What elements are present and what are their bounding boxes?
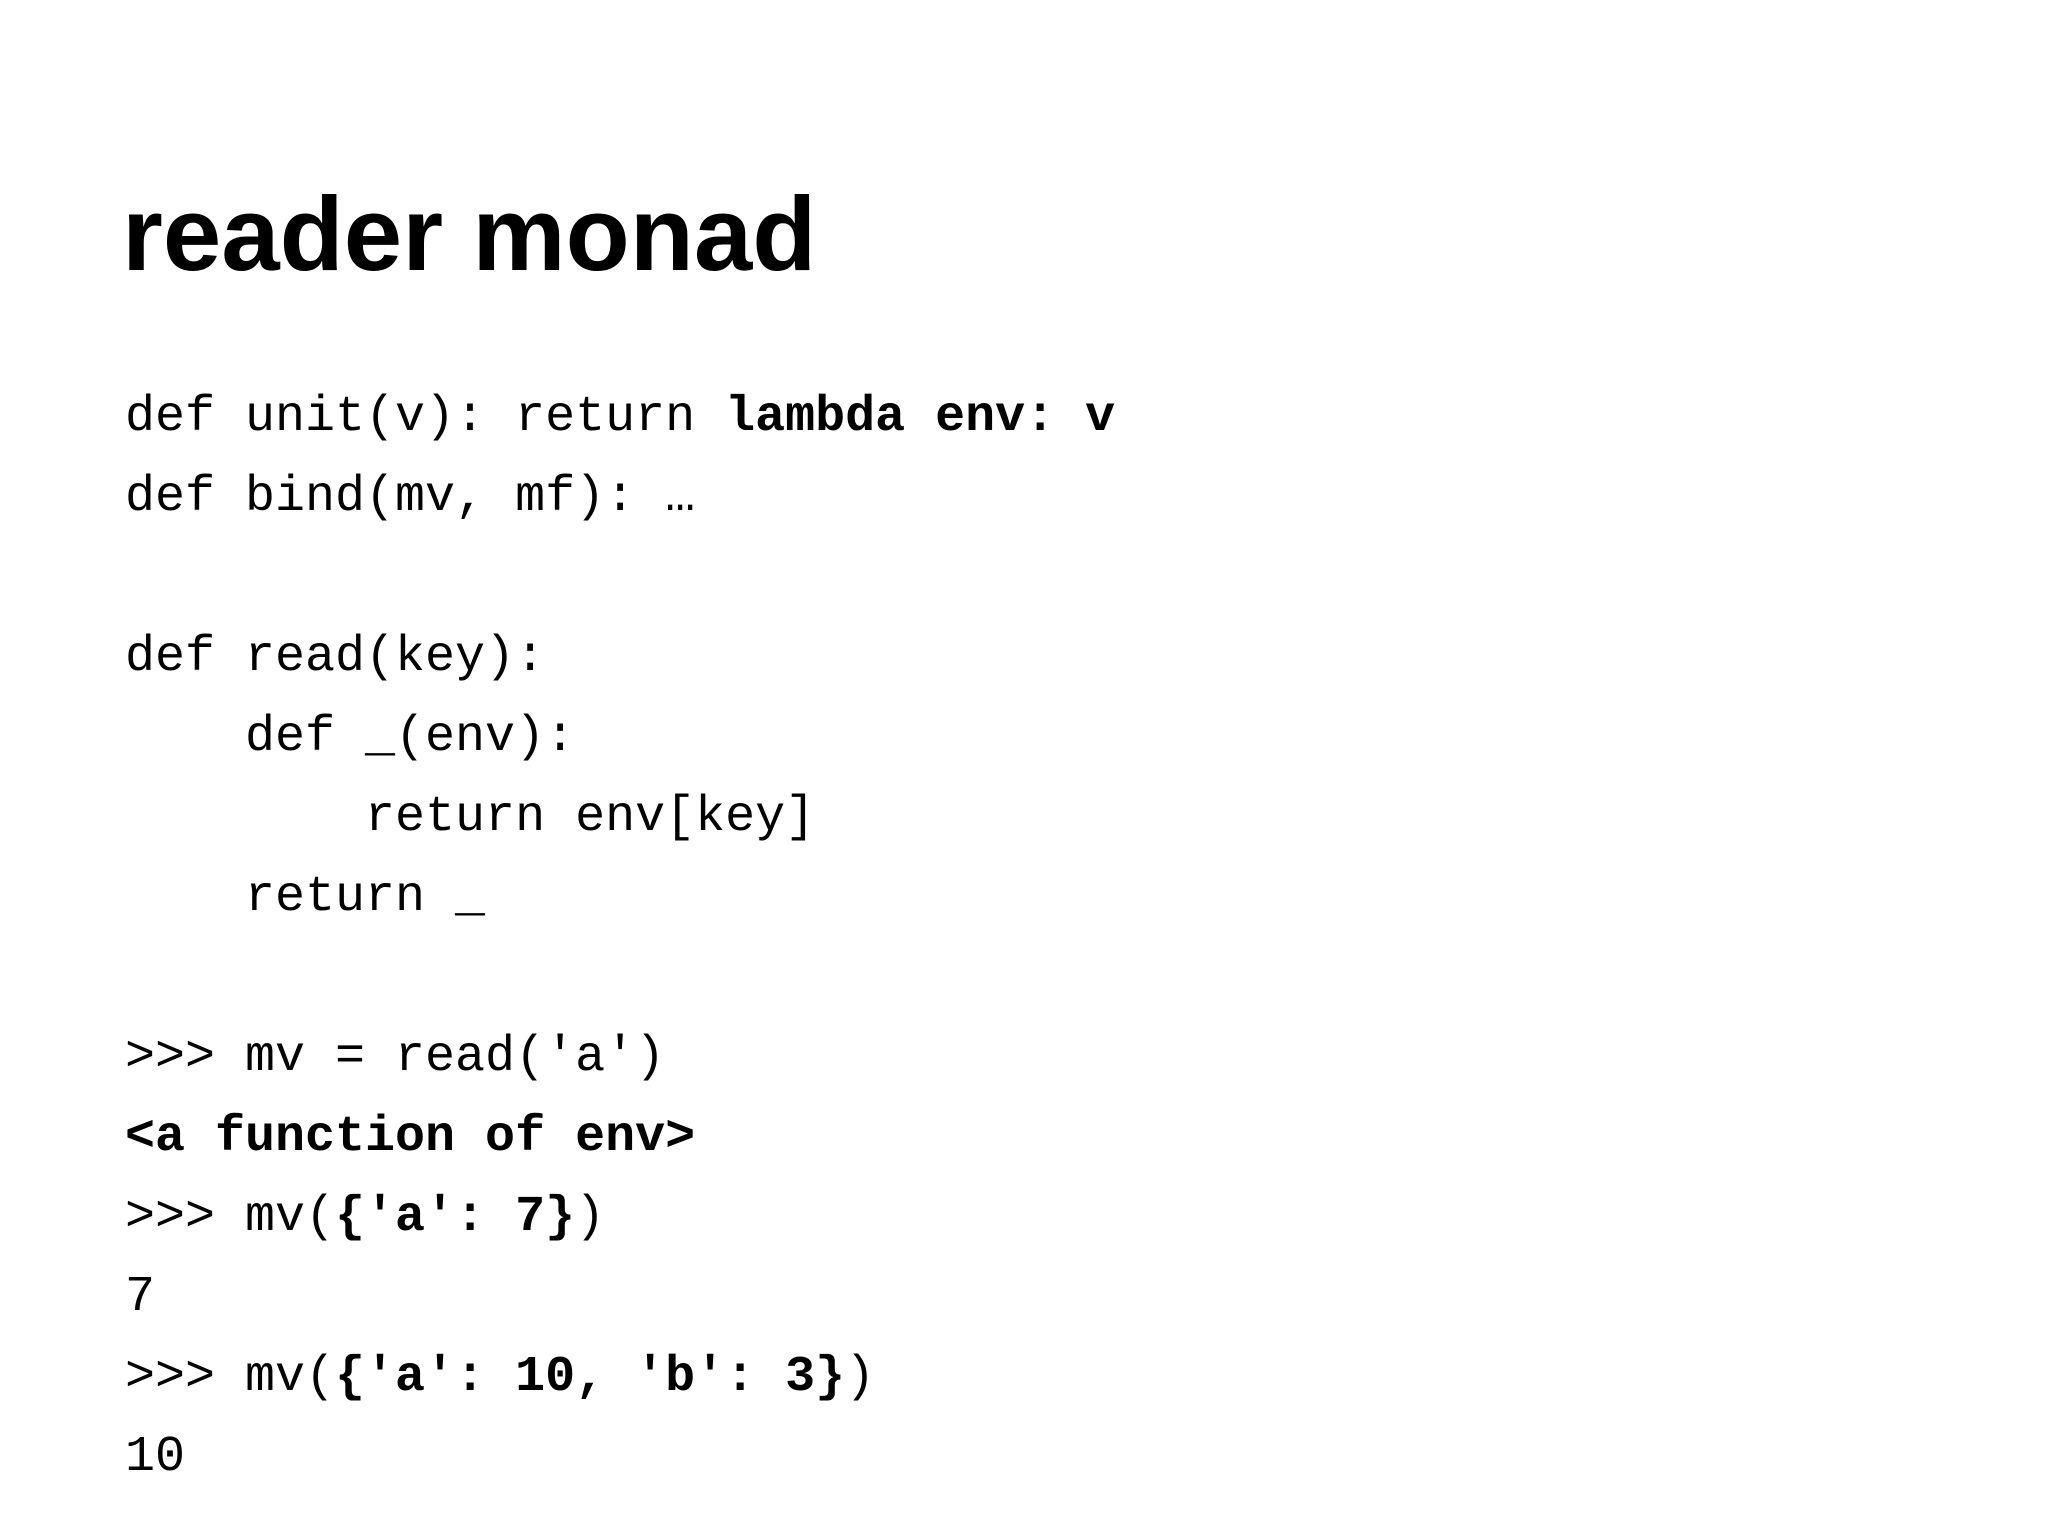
code-segment: def read(key): [125,629,546,686]
code-line-6: return env[key] [125,778,1115,858]
code-line-3 [125,538,1115,618]
code-line-13: >>> mv({'a': 10, 'b': 3}) [125,1338,1115,1418]
code-segment-bold: {'a': 7} [335,1189,576,1246]
code-segment-bold: lambda env: v [725,389,1116,446]
code-line-1: def unit(v): return lambda env: v [125,378,1115,458]
code-segment: ) [845,1349,876,1406]
code-line-8 [125,938,1115,1018]
code-line-5: def _(env): [125,698,1115,778]
code-line-12: 7 [125,1258,1115,1338]
code-segment: def unit(v): return [125,389,726,446]
code-line-2: def bind(mv, mf): … [125,458,1115,538]
code-segment: >>> mv = read('a') [125,1029,666,1086]
code-segment: def _(env): [125,709,576,766]
code-line-14: 10 [125,1418,1115,1498]
code-segment-bold: {'a': 10, 'b': 3} [335,1349,846,1406]
code-line-7: return _ [125,858,1115,938]
code-block: def unit(v): return lambda env: v def bin… [125,378,1115,1498]
code-segment: return _ [125,869,486,926]
code-line-4: def read(key): [125,618,1115,698]
code-segment: 10 [125,1429,186,1486]
code-segment: >>> mv( [125,1349,336,1406]
code-segment: >>> mv( [125,1189,336,1246]
code-segment-bold: <a function of env> [125,1109,696,1166]
code-segment: 7 [125,1269,156,1326]
slide-title: reader monad [122,176,817,293]
code-segment: ) [575,1189,606,1246]
code-segment: return env[key] [125,789,816,846]
code-segment: def bind(mv, mf): … [125,469,696,526]
code-line-9: >>> mv = read('a') [125,1018,1115,1098]
code-line-11: >>> mv({'a': 7}) [125,1178,1115,1258]
code-line-10: <a function of env> [125,1098,1115,1178]
